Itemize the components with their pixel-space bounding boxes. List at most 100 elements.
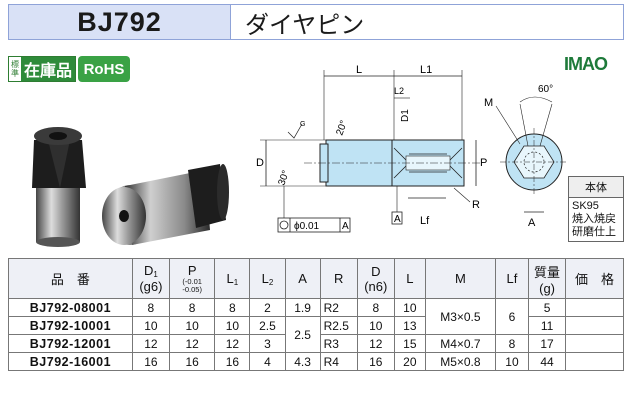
cell-p: 8 — [168, 298, 216, 317]
cell-code: BJ792-10001 — [8, 316, 133, 335]
col-l1: L1 — [214, 258, 251, 299]
cell-l1: 16 — [214, 352, 251, 371]
cell-l1: 8 — [214, 298, 251, 317]
col-r: R — [319, 258, 358, 299]
material-line: SK95 — [572, 200, 599, 212]
table-row: BJ792-10001 10 10 10 2.5 2.5 R2.5 10 13 … — [8, 316, 624, 353]
imao-logo: IMAO — [564, 54, 608, 74]
rohs-badge: RoHS — [78, 56, 130, 82]
stock-badge-small: 標準 — [11, 60, 19, 78]
cell-lf: 8 — [494, 334, 529, 353]
technical-drawing: L L1 L2 D1 20° G D 30° P ϕ0.01 A A Lf R … — [256, 64, 568, 233]
dim-A-end: A — [528, 217, 536, 229]
cell-a: 2.5 — [284, 316, 321, 353]
angle-30: 30° — [276, 169, 292, 187]
col-d1: D1(g6) — [131, 258, 170, 299]
product-photo — [32, 127, 229, 247]
dim-R: R — [472, 199, 480, 211]
col-d: D(n6) — [356, 258, 395, 299]
cell-d1: 10 — [131, 316, 170, 335]
col-mass: 質量(g) — [527, 258, 567, 299]
cell-price — [565, 334, 624, 353]
material-box: 本体 SK95 焼入焼戻 研磨仕上 — [568, 176, 624, 242]
table-row: BJ792-08001 8 8 8 2 1.9 R2 8 10 M3×0.5 6… — [8, 298, 624, 335]
table-header-row: 品 番 D1(g6) P(-0.01-0.05) L1 L2 A R D(n6)… — [8, 258, 624, 299]
cell-l1: 12 — [214, 334, 251, 353]
product-header: BJ792 ダイヤピン — [8, 4, 624, 40]
table-row: BJ792-16001 16 16 16 4 4.3 R4 16 20 M5×0… — [8, 352, 624, 371]
cell-price — [565, 316, 624, 335]
col-code: 品 番 — [8, 258, 133, 299]
cell-m: M4×0.7 — [424, 334, 496, 353]
angle-60: 60° — [538, 84, 553, 95]
product-name: ダイヤピン — [245, 11, 365, 39]
cell-lf: 10 — [494, 352, 529, 371]
cell-price — [565, 298, 624, 317]
cell-l2: 2 — [249, 298, 286, 317]
cell-m: M3×0.5 — [424, 298, 496, 335]
col-lf: Lf — [494, 258, 529, 299]
material-line: 焼入焼戻 — [572, 213, 616, 225]
col-l: L — [393, 258, 426, 299]
cell-d: 8 — [356, 298, 395, 317]
cell-l: 15 — [393, 334, 426, 353]
cell-d: 16 — [356, 352, 395, 371]
runout-ref: A — [342, 221, 349, 232]
angle-20: 20° — [334, 119, 350, 137]
cell-price — [565, 352, 624, 371]
col-price: 価 格 — [565, 258, 624, 299]
cell-r: R4 — [319, 352, 358, 371]
cell-l2: 3 — [249, 334, 286, 353]
cell-l: 10 — [393, 298, 426, 317]
cell-code: BJ792-08001 — [8, 298, 133, 317]
col-l2: L2 — [249, 258, 286, 299]
col-p: P(-0.01-0.05) — [168, 258, 216, 299]
cell-a: 1.9 — [284, 298, 321, 317]
dim-P: P — [480, 157, 487, 169]
cell-p: 10 — [168, 316, 216, 335]
stock-badge: 標準 在庫品 — [8, 56, 77, 82]
cell-l: 20 — [393, 352, 426, 371]
cell-mass: 11 — [527, 316, 567, 335]
material-title: 本体 — [569, 177, 623, 198]
dim-D: D — [256, 157, 264, 169]
cell-d1: 12 — [131, 334, 170, 353]
cell-r: R3 — [319, 334, 358, 353]
col-m: M — [424, 258, 496, 299]
cell-l2: 4 — [249, 352, 286, 371]
cell-d1: 16 — [131, 352, 170, 371]
cell-mass: 44 — [527, 352, 567, 371]
cell-p: 12 — [168, 334, 216, 353]
cell-m: M5×0.8 — [424, 352, 496, 371]
dim-Lf: Lf — [420, 215, 430, 227]
product-code: BJ792 — [9, 5, 231, 39]
runout-value: ϕ0.01 — [294, 221, 320, 232]
cell-l: 13 — [393, 316, 426, 335]
spec-table: 品 番 D1(g6) P(-0.01-0.05) L1 L2 A R D(n6)… — [8, 258, 624, 371]
dim-L2: L2 — [394, 86, 404, 96]
cell-r: R2 — [319, 298, 358, 317]
cell-l1: 10 — [214, 316, 251, 335]
roughness-mark: G — [300, 121, 305, 128]
dim-M: M — [484, 97, 493, 109]
material-line: 研磨仕上 — [572, 226, 616, 238]
dim-L1: L1 — [420, 64, 432, 76]
dim-L: L — [356, 64, 362, 76]
cell-mass: 5 — [527, 298, 567, 317]
cell-d: 10 — [356, 316, 395, 335]
cell-lf: 6 — [494, 298, 529, 335]
stock-badge-label: 在庫品 — [21, 57, 76, 81]
cell-d1: 8 — [131, 298, 170, 317]
datum-A: A — [394, 214, 401, 225]
cell-code: BJ792-12001 — [8, 334, 133, 353]
cell-l2: 2.5 — [249, 316, 286, 335]
cell-code: BJ792-16001 — [8, 352, 133, 371]
cell-p: 16 — [168, 352, 216, 371]
dim-D1: D1 — [400, 109, 411, 122]
cell-mass: 17 — [527, 334, 567, 353]
cell-d: 12 — [356, 334, 395, 353]
cell-r: R2.5 — [319, 316, 358, 335]
col-a: A — [284, 258, 321, 299]
cell-a: 4.3 — [284, 352, 321, 371]
table-row: BJ792-12001 12 12 12 3 R3 12 15 M4×0.7 8… — [8, 334, 624, 353]
